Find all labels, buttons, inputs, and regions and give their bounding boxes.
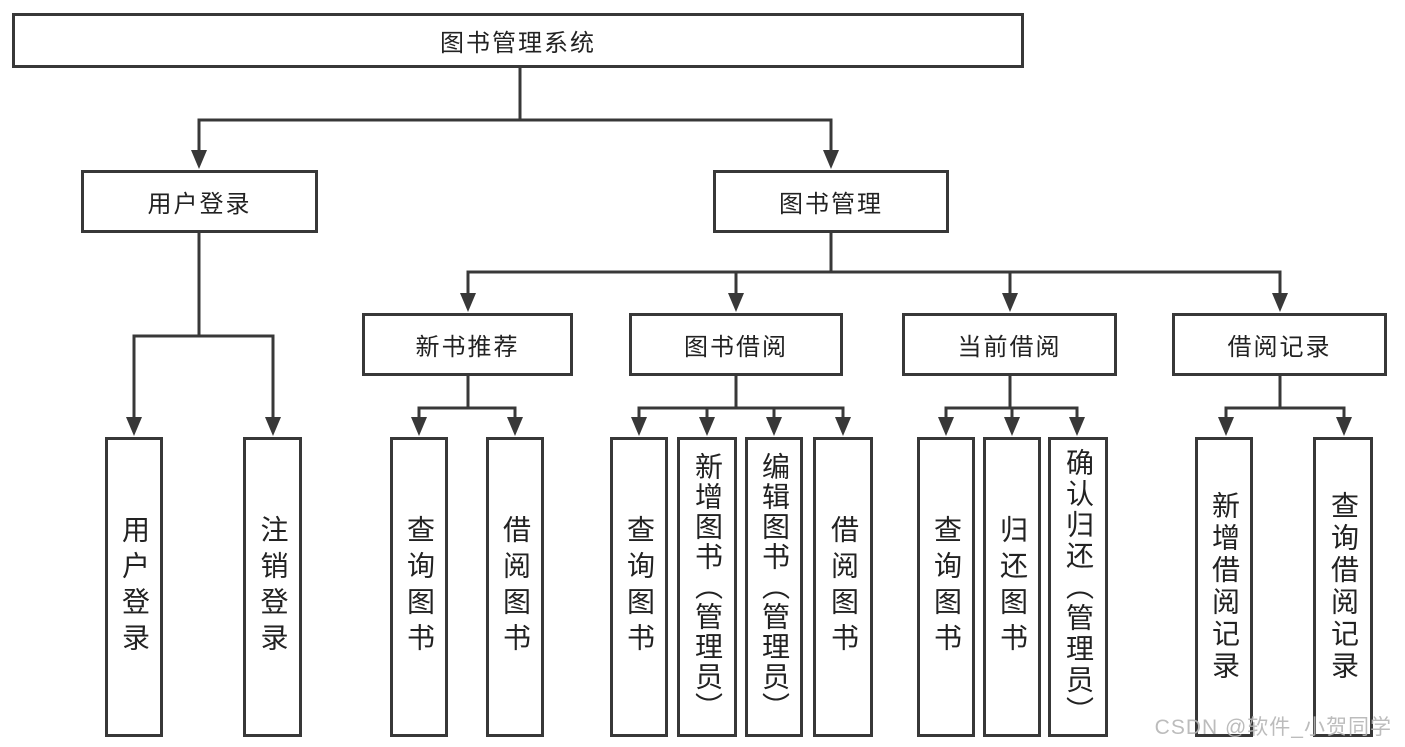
node-book-management: 图书管理 — [713, 170, 949, 233]
connector-root-to-level2 — [191, 66, 839, 169]
connector-book-borrowing-to-leaves — [631, 374, 851, 436]
node-user-login: 用户登录 — [81, 170, 318, 233]
node-label: 新增借阅记录 — [1209, 491, 1240, 683]
connector-book-management-to-level3 — [460, 231, 1288, 312]
node-label: 查询图书 — [404, 515, 435, 659]
node-leaf-confirm-return-admin: 确认归还（管理员） — [1048, 437, 1108, 737]
node-label: 用户登录 — [147, 191, 252, 218]
node-label: 图书管理 — [779, 191, 883, 218]
node-borrowing-records: 借阅记录 — [1172, 313, 1387, 376]
node-leaf-query-books-borrowing: 查询图书 — [610, 437, 668, 737]
node-label: 当前借阅 — [957, 334, 1062, 361]
watermark: CSDN @软件_小贺同学 — [1154, 716, 1392, 739]
connector-user-login-to-leaves — [126, 231, 281, 436]
node-leaf-query-borrow-record: 查询借阅记录 — [1313, 437, 1373, 737]
node-leaf-add-borrow-record: 新增借阅记录 — [1195, 437, 1253, 737]
node-library-management-system: 图书管理系统 — [12, 13, 1024, 68]
connector-current-borrowing-to-leaves — [938, 374, 1085, 436]
node-label: 图书借阅 — [684, 334, 788, 361]
node-label: 归还图书 — [997, 515, 1028, 659]
node-leaf-query-books-current: 查询图书 — [917, 437, 975, 737]
node-current-borrowing: 当前借阅 — [902, 313, 1117, 376]
connector-new-book-recommendation-to-leaves — [411, 374, 523, 436]
node-label: 新增图书（管理员） — [692, 452, 723, 722]
node-label: 查询借阅记录 — [1328, 491, 1359, 683]
node-leaf-return-books: 归还图书 — [983, 437, 1041, 737]
connector-borrowing-records-to-leaves — [1218, 374, 1352, 436]
node-book-borrowing: 图书借阅 — [629, 313, 843, 376]
node-label: 借阅图书 — [500, 515, 531, 659]
node-label: 编辑图书（管理员） — [759, 452, 790, 722]
node-label: 新书推荐 — [415, 334, 520, 361]
node-leaf-add-books-admin: 新增图书（管理员） — [677, 437, 737, 737]
node-label: 图书管理系统 — [440, 30, 596, 57]
node-label: 查询图书 — [931, 515, 962, 659]
node-label: 借阅记录 — [1227, 334, 1332, 361]
node-label: 注销登录 — [257, 515, 289, 659]
node-leaf-borrow-books-recommend: 借阅图书 — [486, 437, 544, 737]
node-label: 用户登录 — [119, 515, 150, 659]
node-leaf-borrow-books-borrowing: 借阅图书 — [813, 437, 873, 737]
node-leaf-logout: 注销登录 — [243, 437, 302, 737]
node-leaf-user-login: 用户登录 — [105, 437, 163, 737]
node-label: 查询图书 — [624, 515, 655, 659]
node-label: 借阅图书 — [828, 515, 859, 659]
node-leaf-edit-books-admin: 编辑图书（管理员） — [745, 437, 803, 737]
node-leaf-query-books-recommend: 查询图书 — [390, 437, 448, 737]
node-new-book-recommendation: 新书推荐 — [362, 313, 573, 376]
node-label: 确认归还（管理员） — [1063, 447, 1094, 727]
